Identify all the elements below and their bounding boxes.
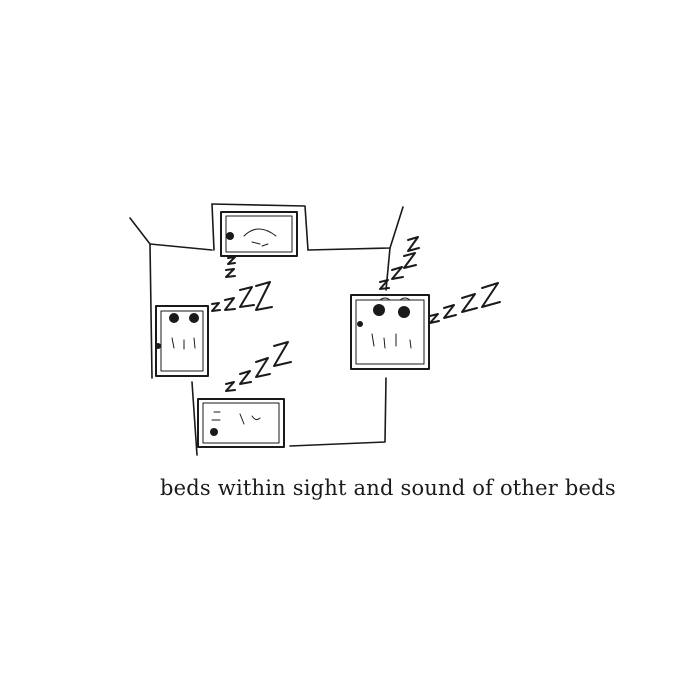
sleeper-head (189, 313, 199, 323)
figure-caption: beds within sight and sound of other bed… (160, 476, 660, 500)
bed-left (155, 306, 208, 376)
snore-left (212, 282, 272, 311)
room-outline (130, 204, 403, 455)
sleeper-head (226, 232, 234, 240)
sleeper-arm (357, 321, 363, 327)
bed-top (221, 212, 297, 256)
snore-right-up (380, 237, 419, 289)
snore-right (430, 283, 500, 323)
sleeper-arm (155, 343, 161, 349)
snore-top (226, 257, 235, 277)
snore-bottom (226, 342, 291, 391)
sleeper-head (373, 304, 385, 316)
bed-bottom (198, 399, 284, 447)
sleeper-head (210, 428, 218, 436)
sleeper-head (169, 313, 179, 323)
bed-right (351, 295, 429, 369)
sleeper-head (398, 306, 410, 318)
